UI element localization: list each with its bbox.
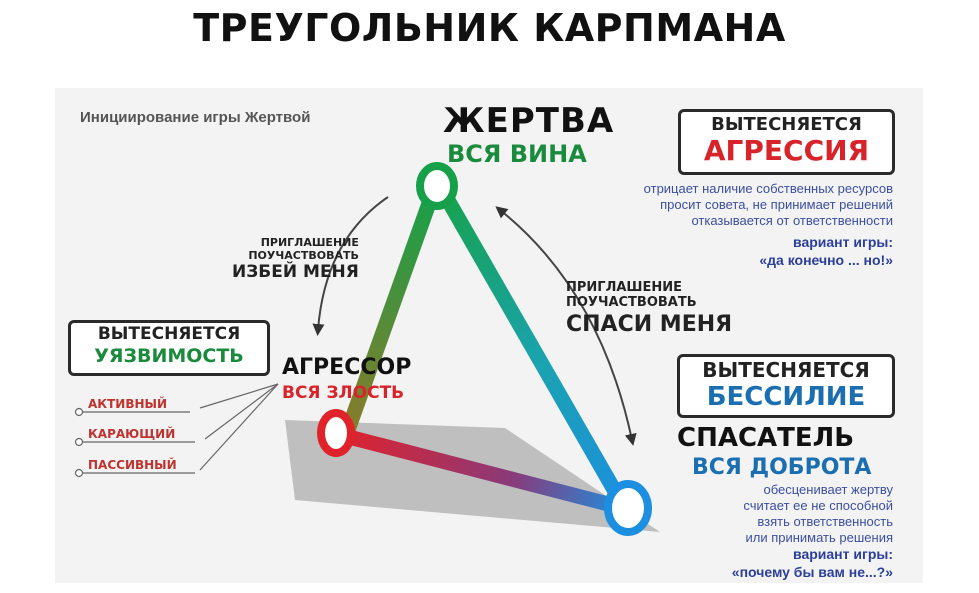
invitation-right-line2: ПОУЧАСТВОВАТЬ bbox=[566, 295, 697, 310]
rescuer-variant-text: «почему бы вам не...?» bbox=[731, 564, 893, 580]
connector-punishing bbox=[204, 383, 279, 440]
dot-passive bbox=[74, 468, 84, 478]
victim-tagline: ВСЯ ВИНА bbox=[447, 140, 587, 168]
arrow-victim-to-rescuer bbox=[495, 206, 637, 446]
invitation-left: ПРИГЛАШЕНИЕ ПОУЧАСТВОВАТЬ ИЗБЕЙ МЕНЯ bbox=[232, 236, 359, 282]
rescuer-description-line: или принимать решения bbox=[745, 530, 893, 545]
aggressor-type-passive: ПАССИВНЫЙ bbox=[88, 458, 177, 472]
rescuer-description-line: обесценивает жертву bbox=[763, 482, 893, 497]
aggressor-type-active: АКТИВНЫЙ bbox=[88, 397, 167, 411]
victim-name: ЖЕРТВА bbox=[443, 101, 615, 141]
rescuer-suppressed-prefix: ВЫТЕСНЯЕТСЯ bbox=[702, 358, 870, 382]
aggressor-suppressed-feeling: УЯЗВИМОСТЬ bbox=[94, 345, 244, 367]
invitation-left-line2: ПОУЧАСТВОВАТЬ bbox=[248, 249, 359, 262]
node-aggressor bbox=[317, 409, 355, 457]
victim-description-line: просит совета, не принимает решений bbox=[660, 197, 893, 212]
victim-suppressed-badge: ВЫТЕСНЯЕТСЯ АГРЕССИЯ bbox=[678, 109, 895, 175]
aggressor-type-punishing: КАРАЮЩИЙ bbox=[88, 427, 176, 441]
rescuer-suppressed-badge: ВЫТЕСНЯЕТСЯ БЕССИЛИЕ bbox=[677, 354, 895, 418]
aggressor-suppressed-badge: ВЫТЕСНЯЕТСЯ УЯЗВИМОСТЬ bbox=[68, 320, 270, 376]
connector-passive bbox=[199, 383, 279, 471]
victim-description-line: отказывается от ответственности bbox=[691, 213, 893, 228]
victim-variant-text: «да конечно ... но!» bbox=[759, 252, 893, 268]
edge-victim-aggressor bbox=[340, 187, 440, 438]
rescuer-description-line: взять ответственность bbox=[757, 514, 893, 529]
page-title: ТРЕУГОЛЬНИК КАРПМАНА bbox=[193, 6, 786, 50]
invitation-right: ПРИГЛАШЕНИЕ ПОУЧАСТВОВАТЬ СПАСИ МЕНЯ bbox=[566, 280, 732, 337]
victim-variant-label: вариант игры: bbox=[793, 234, 893, 250]
dot-active bbox=[74, 407, 84, 417]
connector-active bbox=[199, 383, 279, 409]
victim-variant: вариант игры: «да конечно ... но!» bbox=[759, 233, 893, 269]
aggressor-suppressed-prefix: ВЫТЕСНЯЕТСЯ bbox=[97, 324, 241, 344]
node-rescuer bbox=[604, 480, 652, 536]
dot-punishing bbox=[74, 437, 84, 447]
victim-description: отрицает наличие собственных ресурсов пр… bbox=[644, 181, 893, 229]
rescuer-description: обесценивает жертву считает ее не способ… bbox=[743, 482, 893, 546]
victim-suppressed-prefix: ВЫТЕСНЯЕТСЯ bbox=[711, 114, 862, 135]
rescuer-name: СПАСАТЕЛЬ bbox=[677, 423, 855, 453]
rescuer-tagline: ВСЯ ДОБРОТА bbox=[692, 455, 872, 480]
arrow-victim-to-aggressor bbox=[312, 196, 389, 336]
initiation-note: Инициирование игры Жертвой bbox=[80, 109, 311, 126]
rescuer-variant-label: вариант игры: bbox=[793, 546, 893, 562]
rescuer-description-line: считает ее не способной bbox=[743, 498, 893, 513]
rescuer-variant: вариант игры: «почему бы вам не...?» bbox=[732, 545, 893, 581]
victim-suppressed-feeling: АГРЕССИЯ bbox=[703, 134, 870, 167]
invitation-left-action: ИЗБЕЙ МЕНЯ bbox=[232, 262, 359, 282]
node-victim bbox=[416, 162, 458, 210]
aggressor-name: АГРЕССОР bbox=[282, 355, 412, 380]
rescuer-suppressed-feeling: БЕССИЛИЕ bbox=[706, 382, 866, 412]
invitation-right-action: СПАСИ МЕНЯ bbox=[566, 312, 733, 337]
aggressor-tagline: ВСЯ ЗЛОСТЬ bbox=[282, 383, 405, 403]
invitation-left-line1: ПРИГЛАШЕНИЕ bbox=[260, 236, 359, 249]
victim-description-line: отрицает наличие собственных ресурсов bbox=[643, 181, 893, 196]
edge-aggressor-rescuer bbox=[337, 428, 620, 513]
invitation-right-line1: ПРИГЛАШЕНИЕ bbox=[566, 280, 683, 295]
